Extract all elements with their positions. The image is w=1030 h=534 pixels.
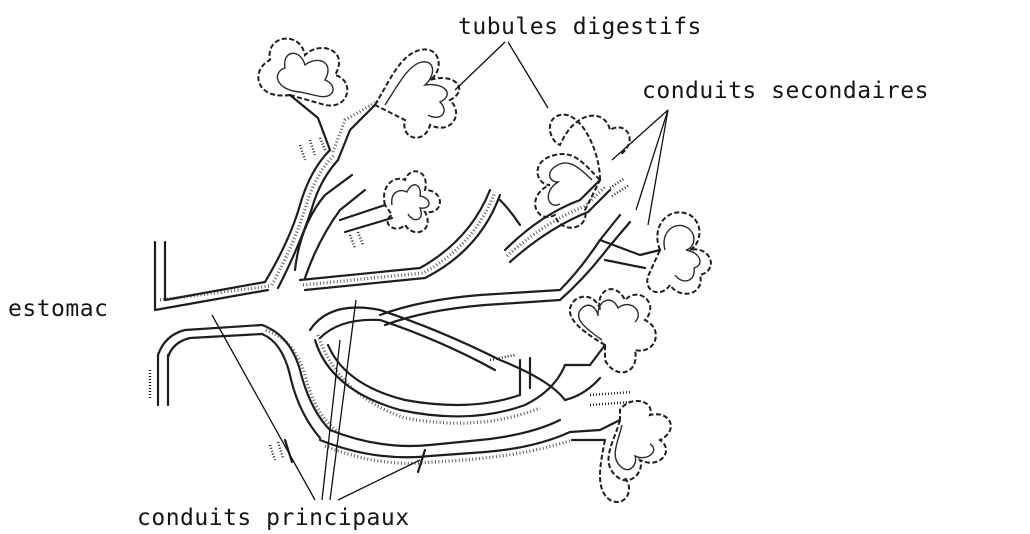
tubule-cluster-middle — [384, 171, 440, 232]
label-estomac: estomac — [8, 298, 108, 321]
tubule-cluster-right-top — [535, 115, 629, 228]
label-tubules-digestifs: tubules digestifs — [458, 16, 702, 39]
tubule-cluster-right-lower — [570, 289, 656, 372]
tubule-cluster-right-middle — [647, 212, 711, 293]
label-conduits-secondaires: conduits secondaires — [642, 80, 929, 103]
tubule-cluster-bottom-right — [600, 401, 671, 502]
label-conduits-principaux: conduits principaux — [137, 507, 410, 530]
main-duct-lower — [262, 325, 572, 472]
stomach-duct — [150, 242, 270, 405]
leader-lines-tubules — [455, 42, 548, 108]
tubule-cluster-top — [375, 49, 459, 137]
tubule-cluster-top-left — [258, 39, 347, 106]
leader-lines-principaux — [212, 300, 420, 500]
branch-upper-middle — [295, 175, 500, 290]
